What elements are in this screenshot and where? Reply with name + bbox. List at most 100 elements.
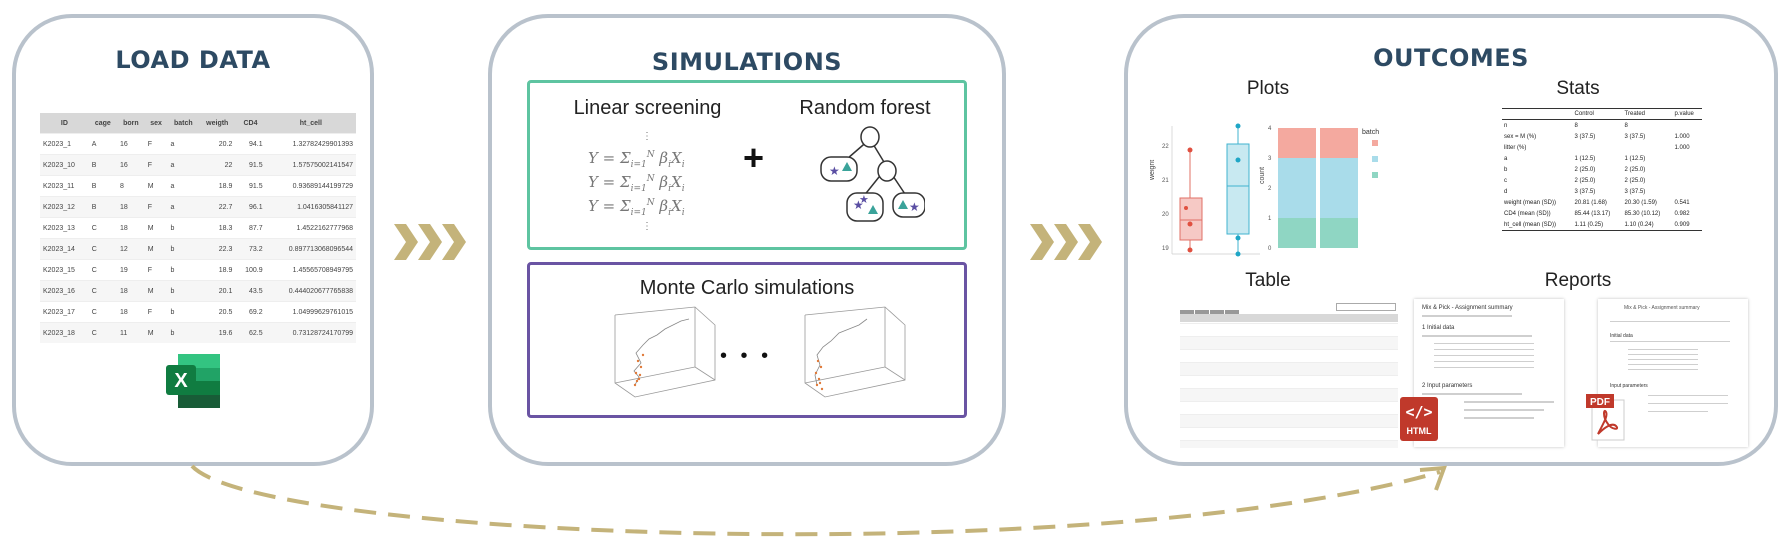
stats-cell: 3 (37.5) <box>1574 133 1596 140</box>
table-cell: 0.897713068096544 <box>265 238 356 260</box>
table-cell: 94.1 <box>235 133 266 155</box>
table-cell: K2023_14 <box>40 238 89 260</box>
stats-cell <box>1573 142 1623 153</box>
table-cell: 18 <box>116 196 145 218</box>
stats-cell <box>1673 153 1702 164</box>
table-cell: C <box>88 259 117 281</box>
column-header[interactable]: ID <box>40 113 89 134</box>
outcomes-title: OUTCOMES <box>1373 44 1529 72</box>
stats-cell: 2 (25.0) <box>1624 177 1646 184</box>
stats-row: sex = M (%)3 (37.5)3 (37.5)1.000 <box>1502 131 1702 142</box>
table-cell: F <box>144 259 168 281</box>
mini-table-row <box>1180 440 1398 448</box>
table-cell: 100.9 <box>235 259 266 281</box>
table-cell: b <box>167 301 200 323</box>
table-cell: K2023_15 <box>40 259 89 281</box>
stats-cell: a <box>1504 155 1508 162</box>
stats-row: ht_cell (mean (SD))1.11 (0.25)1.10 (0.24… <box>1502 219 1702 231</box>
table-cell: 22 <box>199 154 236 176</box>
plot-ytick: 2 <box>1268 186 1272 192</box>
chevron-arrow-icon <box>394 224 466 260</box>
excel-icon: X <box>164 352 222 410</box>
pdf-badge-icon: PDF <box>1586 394 1626 442</box>
stats-row: litter (%)1.000 <box>1502 142 1702 153</box>
table-cell: 12 <box>116 238 145 260</box>
decision-tree-icon: ★ ★ ★ ★ <box>820 126 925 222</box>
table-cell: 18 <box>116 280 145 302</box>
table-cell: M <box>144 322 168 343</box>
monte-carlo-box: Monte Carlo simulations • • • <box>527 262 967 418</box>
stats-header: Control <box>1574 111 1594 117</box>
mini-table-row <box>1180 362 1398 375</box>
table-cell: F <box>144 301 168 323</box>
table-cell: 18 <box>116 217 145 239</box>
stats-header <box>1502 109 1573 120</box>
column-header[interactable]: CD4 <box>235 113 266 134</box>
table-cell: B <box>88 175 117 197</box>
mini-table-row <box>1180 427 1398 440</box>
column-header[interactable]: weigth <box>199 113 236 134</box>
simulations-title: SIMULATIONS <box>651 48 843 76</box>
linear-screening-label: Linear screening <box>573 97 722 119</box>
plot-ylabel-count: count <box>1259 167 1266 184</box>
table-cell: M <box>144 175 168 197</box>
stats-cell: 2 (25.0) <box>1574 166 1596 173</box>
table-cell: b <box>167 238 200 260</box>
table-cell: 0.93689144199729 <box>265 175 356 197</box>
table-cell: 1.4522162777968 <box>265 217 356 239</box>
report2-section-1: Initial data <box>1610 333 1633 339</box>
table-cell: 1.0416305841127 <box>265 196 356 218</box>
table-cell: F <box>144 154 168 176</box>
stats-cell: CD4 (mean (SD)) <box>1504 210 1551 217</box>
table-cell: a <box>167 154 200 176</box>
table-cell: A <box>88 133 117 155</box>
table-cell: a <box>167 133 200 155</box>
column-header[interactable]: cage <box>88 113 117 134</box>
table-cell: C <box>88 217 117 239</box>
column-header[interactable]: ht_cell <box>265 113 356 134</box>
table-cell: M <box>144 217 168 239</box>
stats-cell: 1 (12.5) <box>1574 155 1596 162</box>
column-header[interactable]: born <box>116 113 145 134</box>
table-cell: 19 <box>116 259 145 281</box>
model-box: Linear screening Random forest ⋮ Y = Σi=… <box>527 80 967 250</box>
stats-cell <box>1673 175 1702 186</box>
column-header[interactable]: batch <box>167 113 200 134</box>
table-label: Table <box>1245 270 1291 291</box>
monte-carlo-label: Monte Carlo simulations <box>639 277 855 299</box>
stats-cell: 3 (37.5) <box>1624 188 1646 195</box>
mini-table-row <box>1180 414 1398 427</box>
stats-cell <box>1623 142 1673 153</box>
linear-formula: ⋮ Y = Σi=1N βiXi Y = Σi=1N βiXi Y = Σi=1… <box>588 131 685 232</box>
table-cell: 20.2 <box>199 133 236 155</box>
plot-ytick: 0 <box>1268 246 1272 252</box>
table-cell: 43.5 <box>235 280 266 302</box>
column-header[interactable]: sex <box>144 113 168 134</box>
table-cell: 18.9 <box>199 175 236 197</box>
report-section-2: 2 Input parameters <box>1422 383 1473 389</box>
stats-cell: 3 (37.5) <box>1624 133 1646 140</box>
table-cell: 96.1 <box>235 196 266 218</box>
stats-cell: c <box>1504 177 1507 184</box>
report2-section-2: Input parameters <box>1610 383 1648 389</box>
stats-cell: 1 (12.5) <box>1624 155 1646 162</box>
table-cell: K2023_11 <box>40 175 89 197</box>
stats-cell: d <box>1504 188 1508 195</box>
stats-cell: b <box>1504 166 1508 173</box>
plot-ytick: 21 <box>1162 178 1169 184</box>
table-cell: 62.5 <box>235 322 266 343</box>
stats-cell: 2 (25.0) <box>1574 177 1596 184</box>
table-cell: 1.32782429901393 <box>265 133 356 155</box>
stats-cell: 1.11 (0.25) <box>1574 221 1604 228</box>
svg-text:★: ★ <box>829 164 840 178</box>
report-section-1: 1 Initial data <box>1422 325 1455 331</box>
table-cell: 22.3 <box>199 238 236 260</box>
table-cell: b <box>167 322 200 343</box>
